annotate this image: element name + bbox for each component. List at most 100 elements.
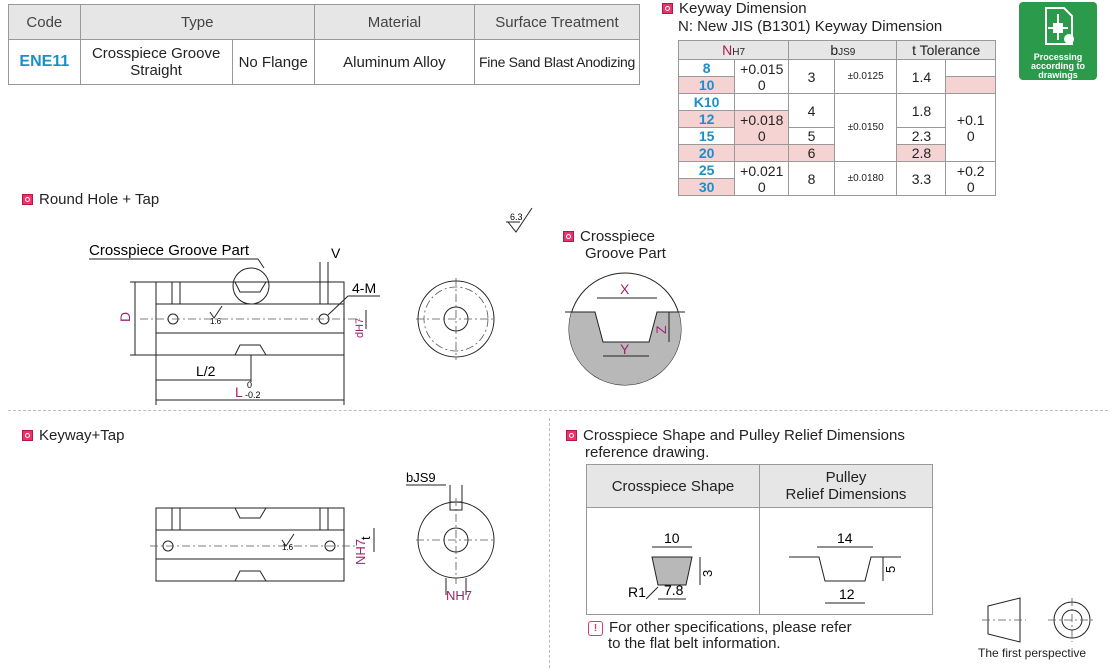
keyway-n: K10 [677,93,736,111]
keyway-header-row: NH7 bJS9 t Tolerance [677,40,996,60]
crosspiece-groove-part-label: Crosspiece Groove Part [89,242,250,259]
section-marker-icon [566,430,577,441]
b-value: 6 [788,144,835,162]
pulley-relief-drawing: 14 5 12 [789,530,901,604]
d-dim-label: D [117,312,133,322]
shape-radius-dim: R1 [628,584,646,600]
first-perspective-label: The first perspective [978,646,1087,660]
keyway-n: 12 [677,110,736,128]
b-tol: ±0.0180 [833,161,898,196]
section-divider [8,410,1108,411]
svg-text:-0.2: -0.2 [245,390,261,400]
section-marker-icon [22,194,33,205]
section-marker-icon [563,231,574,242]
groove-detail-drawing: X Y Z [565,272,685,386]
b-tol: ±0.0125 [833,59,898,94]
t-value: 2.3 [896,127,947,145]
round-hole-section-title: Round Hole + Tap [22,191,159,208]
crosspiece-shape-header: Crosspiece Shape [586,464,760,508]
keyway-b-header: bJS9 [788,40,898,60]
spec-data-row: ENE11 Crosspiece Groove Straight No Flan… [8,39,640,85]
crosspiece-shape-drawing: 10 3 7.8 R1 [628,530,715,600]
keyway-tap-section-title: Keyway+Tap [22,427,124,444]
t-value: 1.4 [896,59,947,94]
roughness-top-label: 6.3 [510,212,523,222]
section-marker-icon [662,3,673,14]
keyway-t-header: t Tolerance [896,40,996,60]
keyway-subtitle: N: New JIS (B1301) Keyway Dimension [678,18,943,35]
material-value: Aluminum Alloy [313,39,476,85]
keyway-n: 15 [677,127,736,145]
spec-header-row: Code Type Material Surface Treatment [8,4,640,40]
code-value: ENE11 [8,39,81,85]
v-dim-label: V [331,245,341,261]
type-header: Type [79,4,315,40]
drawing-doc-icon [1045,7,1074,45]
relief-bottom-dim: 12 [839,586,855,602]
round-hole-drawing: 6.3 Crosspiece Groove Part 1.6 D V 4-M d… [89,207,533,405]
keyway-n: 20 [677,144,736,162]
crosspiece-shape-section-title: Crosspiece Shape and Pulley Relief Dimen… [566,427,905,444]
vertical-divider [549,418,550,668]
bjs9-label: bJS9 [406,470,436,485]
l-label: L [235,384,243,400]
b-value: 8 [788,161,835,196]
keyway-n: 10 [677,76,736,94]
z-dim-label: Z [653,325,669,334]
surface-header: Surface Treatment [474,4,640,40]
keyway-n: 30 [677,178,736,196]
shape-top-dim: 10 [664,530,680,546]
pulley-relief-cell: 14 5 12 [759,507,933,615]
warning-icon: ! [588,620,603,636]
crosspiece-shape-cell: 10 3 7.8 R1 [586,507,760,615]
roughness-label: 1.6 [210,317,222,326]
t-value: 3.3 [896,161,947,196]
material-header: Material [313,4,476,40]
type-value-1: Crosspiece Groove Straight [79,39,233,85]
code-header: Code [8,4,81,40]
t-value: 2.8 [896,144,947,162]
relief-top-dim: 14 [837,530,853,546]
keyway-n: 25 [677,161,736,179]
spec-table: Code Type Material Surface Treatment ENE… [8,4,640,85]
x-dim-label: X [620,281,630,297]
keyway-title: Keyway Dimension [662,0,807,17]
crosspiece-groove-section-title: Crosspiece [563,228,655,245]
section-marker-icon [22,430,33,441]
first-perspective-icon [982,597,1096,643]
nh7-side-label: NH7 [353,539,368,565]
shape-height-dim: 3 [700,570,715,577]
svg-text:0: 0 [247,380,252,390]
m-dim-label: 4-M [352,280,376,296]
b-value: 4 [788,93,835,128]
crosspiece-shape-subtitle: reference drawing. [585,444,710,461]
groove-part-subtitle: Groove Part [585,245,666,262]
b-value: 3 [788,59,835,94]
nh7-bottom-label: NH7 [446,588,472,603]
l-half-label: L/2 [196,363,216,379]
shape-bottom-dim: 7.8 [664,582,684,598]
dh7-dim-label: dH7 [354,318,366,338]
keyway-title-text: Keyway Dimension [679,0,807,17]
roughness-label-2: 1.6 [282,543,294,552]
type-value-2: No Flange [231,39,315,85]
keyway-n: 8 [677,59,736,77]
surface-value: Fine Sand Blast Anodizing [474,39,640,85]
b-tol: ±0.0150 [833,93,898,162]
y-dim-label: Y [620,341,630,357]
t-dim-label: t [358,536,373,540]
note: ! For other specifications, please refer… [588,620,852,652]
keyway-n-header: NH7 [677,40,790,60]
b-value: 5 [788,127,835,145]
t-value: 1.8 [896,93,947,128]
